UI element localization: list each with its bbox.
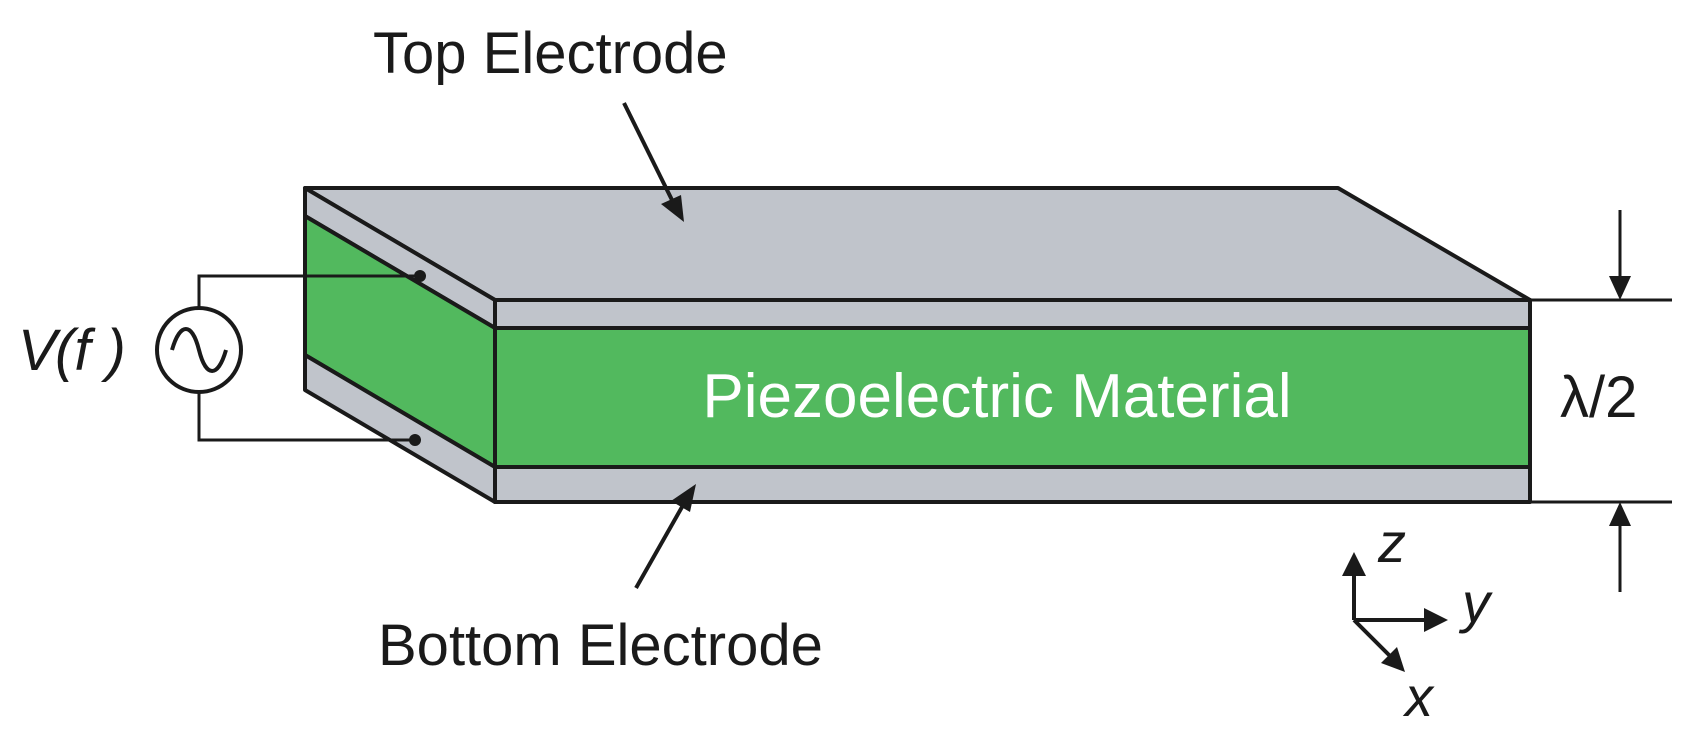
dimension-arrow-bottom-head: [1609, 502, 1631, 526]
bottom-electrode-label: Bottom Electrode: [378, 613, 823, 678]
source-voltage-label: V: [18, 318, 62, 383]
front-face-top-electrode: [493, 298, 1532, 330]
bottom-electrode-pointer: [634, 484, 696, 589]
axis-x-arrowhead: [1381, 647, 1405, 672]
thickness-dimension: [1530, 210, 1672, 592]
front-face-bottom-electrode: [493, 465, 1532, 504]
top-electrode-label: Top Electrode: [373, 21, 728, 86]
bottom-wire: [197, 393, 415, 442]
source-frequency-label: (f ): [55, 318, 126, 383]
top-wire-contact-dot: [414, 270, 426, 282]
top-wire: [197, 274, 420, 308]
axis-x-shaft: [1352, 618, 1394, 660]
source-circuit: [197, 274, 420, 442]
resonator-block: [303, 186, 1532, 504]
bottom-wire-contact-dot: [409, 434, 421, 446]
material-label: Piezoelectric Material: [702, 362, 1291, 431]
axis-x-label: x: [1402, 665, 1435, 728]
axis-y-label: y: [1458, 571, 1493, 634]
coordinate-axes: [1352, 572, 1428, 660]
ac-source-icon: [155, 306, 243, 394]
top-electrode-pointer: [622, 102, 684, 222]
axis-y-arrowhead: [1424, 608, 1448, 632]
top-electrode-surface: [303, 186, 1532, 302]
axis-z-label: z: [1377, 511, 1406, 574]
thickness-label: λ/2: [1560, 365, 1637, 430]
axis-z-arrowhead: [1342, 552, 1366, 576]
dimension-arrow-top-head: [1609, 276, 1631, 300]
